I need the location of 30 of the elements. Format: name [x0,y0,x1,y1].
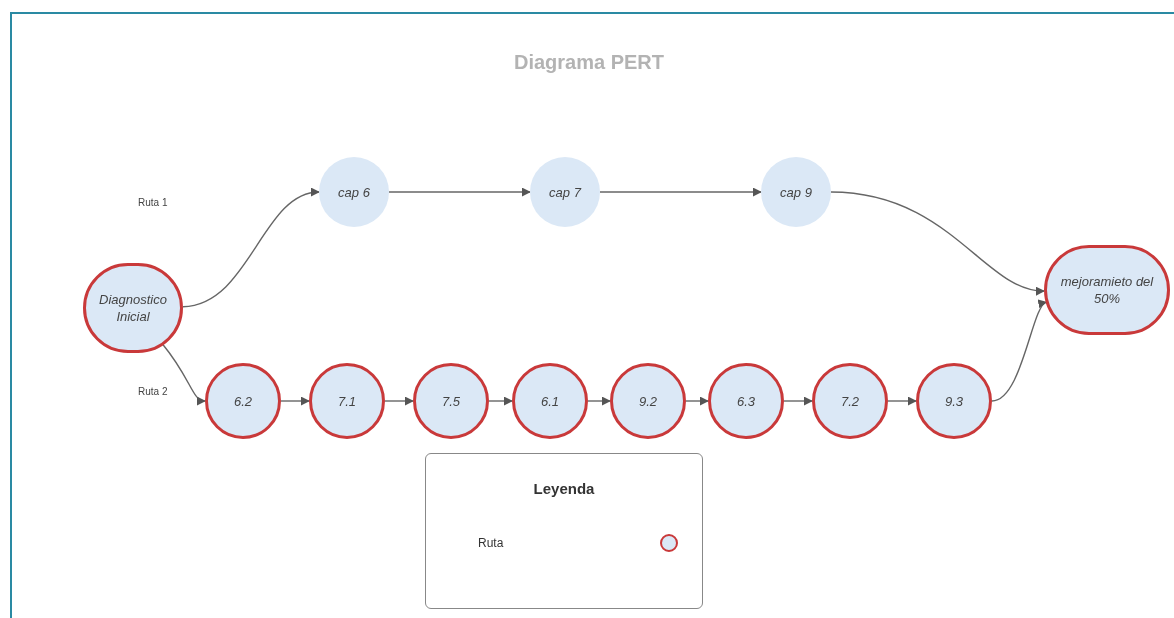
arrow [488,396,513,406]
legend-text: Ruta [478,535,504,552]
route-label: Ruta 1 [138,196,168,210]
arrow [783,396,813,406]
legend-title: Leyenda [532,479,596,499]
node-label: 9.3 [943,392,965,410]
node-label: 9.2 [637,392,659,410]
diagram-title: Diagrama PERT [512,50,666,75]
arrow [887,396,917,406]
arrow [685,396,709,406]
node-label: Diagnostico Inicial [98,291,168,325]
arrow [182,188,320,308]
node-label: cap 7 [548,183,583,201]
node-label: 7.5 [440,392,462,410]
node-label: 7.2 [839,392,861,410]
node-label: 6.2 [232,392,254,410]
route-label: Ruta 2 [138,385,168,399]
arrow [280,396,310,406]
node-label: 6.1 [539,392,561,410]
node-label: mejoramieto del 50% [1059,273,1155,307]
arrow [162,343,206,405]
arrow [587,396,611,406]
node-label: 6.3 [735,392,757,410]
arrow [599,187,762,197]
arrow [384,396,414,406]
arrow [830,191,1045,295]
node-label: cap 6 [337,183,371,201]
node-label: 7.1 [336,392,358,410]
node-label: cap 9 [779,183,813,201]
arrow [388,187,531,197]
